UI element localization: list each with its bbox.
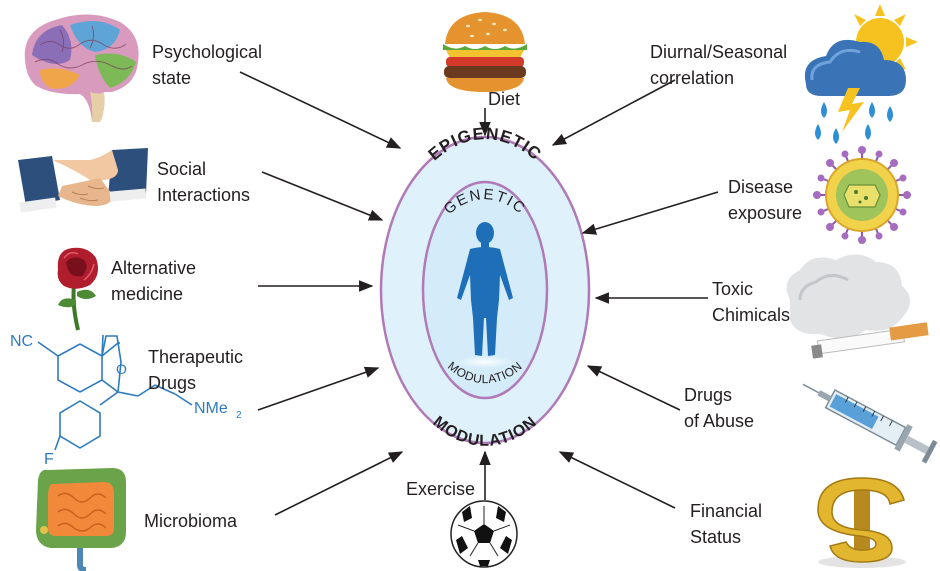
psychological-label-line1: Psychological <box>152 42 263 62</box>
microbioma-label: Microbioma <box>144 511 238 531</box>
toxic-label-line1: Toxic <box>712 279 754 299</box>
brain-icon <box>24 14 139 122</box>
disease-label-line1: Disease <box>728 177 794 197</box>
arrow-psychological <box>239 71 402 149</box>
drugs-label-line1: Drugs <box>684 385 733 405</box>
molecule-amine-label: NMe <box>194 400 228 417</box>
disease-label-line2: exposure <box>728 203 803 223</box>
social-label-line1: Social <box>157 159 207 179</box>
arrow-social <box>261 171 384 221</box>
psychological-label-line2: state <box>152 68 192 88</box>
arrows <box>239 71 719 516</box>
toxic-label-line2: Chimicals <box>712 305 791 325</box>
arrow-disease <box>581 191 719 235</box>
financial-label-line1: Financial <box>690 501 763 521</box>
drugs-label-line2: of Abuse <box>684 411 755 431</box>
virus-icon <box>813 146 911 244</box>
intestine-icon <box>36 468 126 571</box>
burger-icon <box>443 12 527 92</box>
handshake-icon <box>18 148 148 213</box>
dollar-icon <box>817 477 906 568</box>
diet-label: Diet <box>488 89 521 109</box>
diurnal-label-line2: correlation <box>650 68 735 88</box>
soccer-ball-icon <box>450 500 518 568</box>
human-figure-icon <box>457 222 513 368</box>
molecule-fluorine-label: F <box>44 451 54 468</box>
arrow-drugs <box>586 365 681 411</box>
social-label-line2: Interactions <box>157 185 251 205</box>
arrow-microbioma <box>274 451 404 516</box>
exercise-label: Exercise <box>406 479 476 499</box>
molecule-nitrile-label: NC <box>10 333 33 350</box>
therapeutic-label-line1: Therapeutic <box>148 347 244 367</box>
therapeutic-label-line2: Drugs <box>148 373 197 393</box>
diurnal-label-line1: Diurnal/Seasonal <box>650 42 788 62</box>
storm-sun-icon <box>804 4 918 144</box>
molecule-amine-subscript: 2 <box>236 410 242 421</box>
arrow-financial <box>558 451 676 509</box>
syringe-icon <box>802 383 938 464</box>
altmed-label-line2: medicine <box>111 284 184 304</box>
arrow-therapeutic <box>257 366 380 411</box>
financial-label-line2: Status <box>690 527 742 547</box>
cigarette-smoke-icon <box>786 254 929 359</box>
oxolane-ring <box>101 335 122 393</box>
molecule-oxygen-label: O <box>116 361 127 377</box>
rose-icon <box>57 247 98 331</box>
arrow-diurnal <box>551 79 676 146</box>
altmed-label-line1: Alternative <box>111 258 197 278</box>
